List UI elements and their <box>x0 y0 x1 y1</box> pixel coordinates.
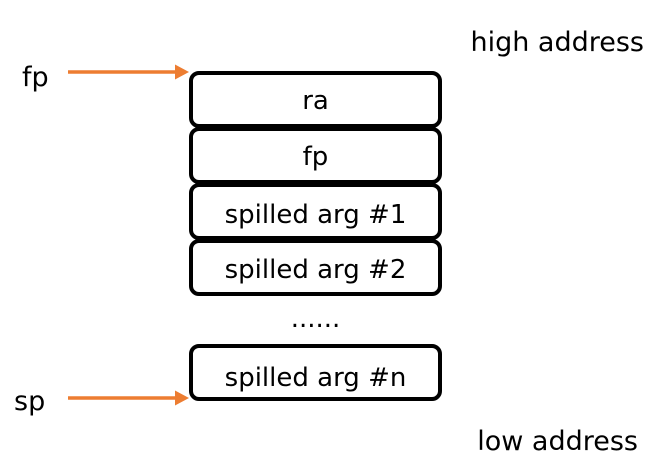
stack-slot-spilled-arg-1: spilled arg #1 <box>189 183 442 240</box>
stack-slot-label: spilled arg #1 <box>225 200 407 230</box>
high-address-label: high address <box>470 27 644 58</box>
stack-slot-fp: fp <box>189 127 442 184</box>
stack-slot-spilled-arg-2: spilled arg #2 <box>189 239 442 296</box>
fp-arrow <box>68 64 189 80</box>
fp-pointer-label: fp <box>22 62 49 93</box>
stack-slot-spilled-arg-n: spilled arg #n <box>189 344 442 401</box>
stack-slot-label: ra <box>302 86 329 116</box>
low-address-label: low address <box>477 426 638 457</box>
stack-slot-label: spilled arg #2 <box>225 255 407 285</box>
stack-slot-ra: ra <box>189 71 442 128</box>
sp-arrow <box>68 390 189 406</box>
stack-slot-label: fp <box>303 142 329 172</box>
stack-ellipsis: ...... <box>291 304 341 334</box>
sp-pointer-label: sp <box>14 386 45 417</box>
stack-slot-label: spilled arg #n <box>225 363 407 393</box>
